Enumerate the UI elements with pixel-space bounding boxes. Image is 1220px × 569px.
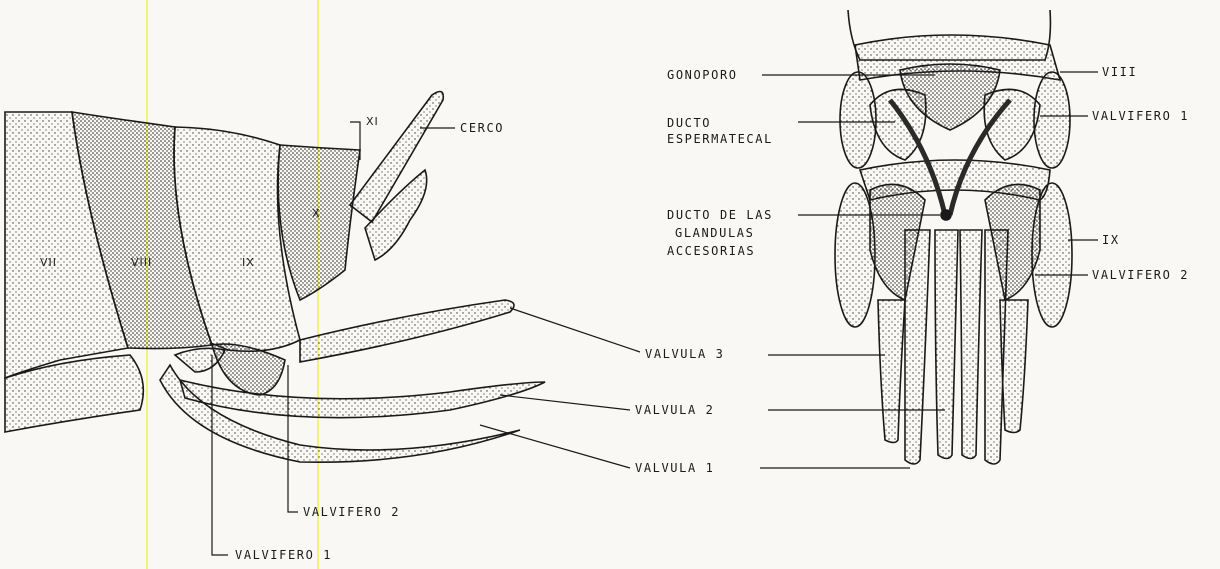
valvula-3-leader [510,308,640,352]
valvula-1-label: VALVULA 1 [635,461,714,476]
valvifero-1-label: VALVIFERO 1 [235,548,332,563]
valvifero-1-leader [212,355,228,555]
valvifero-2-label: VALVIFERO 2 [303,505,400,520]
ventral-view [835,10,1072,464]
valvifero-2-leader [288,365,298,512]
ducto-espermatecal-label-line1: DUCTO [667,116,711,131]
valvifero-1-ventral-label: VALVIFERO 1 [1092,109,1189,124]
ducto-glandulas-label-line3: ACCESORIAS [667,244,755,259]
segment-x-label: X [312,207,321,220]
valvula-3-left [878,300,905,443]
gonoporo-label: GONOPORO [667,68,738,83]
valvula-3-shape [300,300,514,362]
lateral-abdomen [5,91,545,462]
valvifero-2-ventral-label: VALVIFERO 2 [1092,268,1189,283]
ducto-espermatecal-label-line2: ESPERMATECAL [667,132,773,147]
ducto-glandulas-label-line2: GLANDULAS [675,226,754,241]
duct-junction [941,210,951,220]
valvula-2-left [935,230,958,459]
valvula-1-leader [480,425,630,468]
cerco-label: CERCO [460,121,504,136]
valvula-2-label: VALVULA 2 [635,403,714,418]
left-plate-viii [840,72,876,168]
left-plate-ix [835,183,875,327]
valvula-1-left [905,230,930,464]
right-plate-viii [1034,72,1070,168]
segment-xi-label: XI [366,115,379,128]
valvula-2-leader [500,395,630,410]
ducto-glandulas-label-line1: DUCTO DE LAS [667,208,773,223]
valvula-3-label: VALVULA 3 [645,347,724,362]
segment-ix-label: IX [242,256,255,269]
viii-ventral-label: VIII [1102,65,1137,80]
valvifero-1-shape [175,348,225,372]
valvula-2-right [960,230,982,459]
ix-ventral-label: IX [1102,233,1120,248]
segment-viii-label: VIII [131,256,152,269]
segment-vii-label: VII [40,256,57,269]
segment-x-plate [278,145,360,300]
